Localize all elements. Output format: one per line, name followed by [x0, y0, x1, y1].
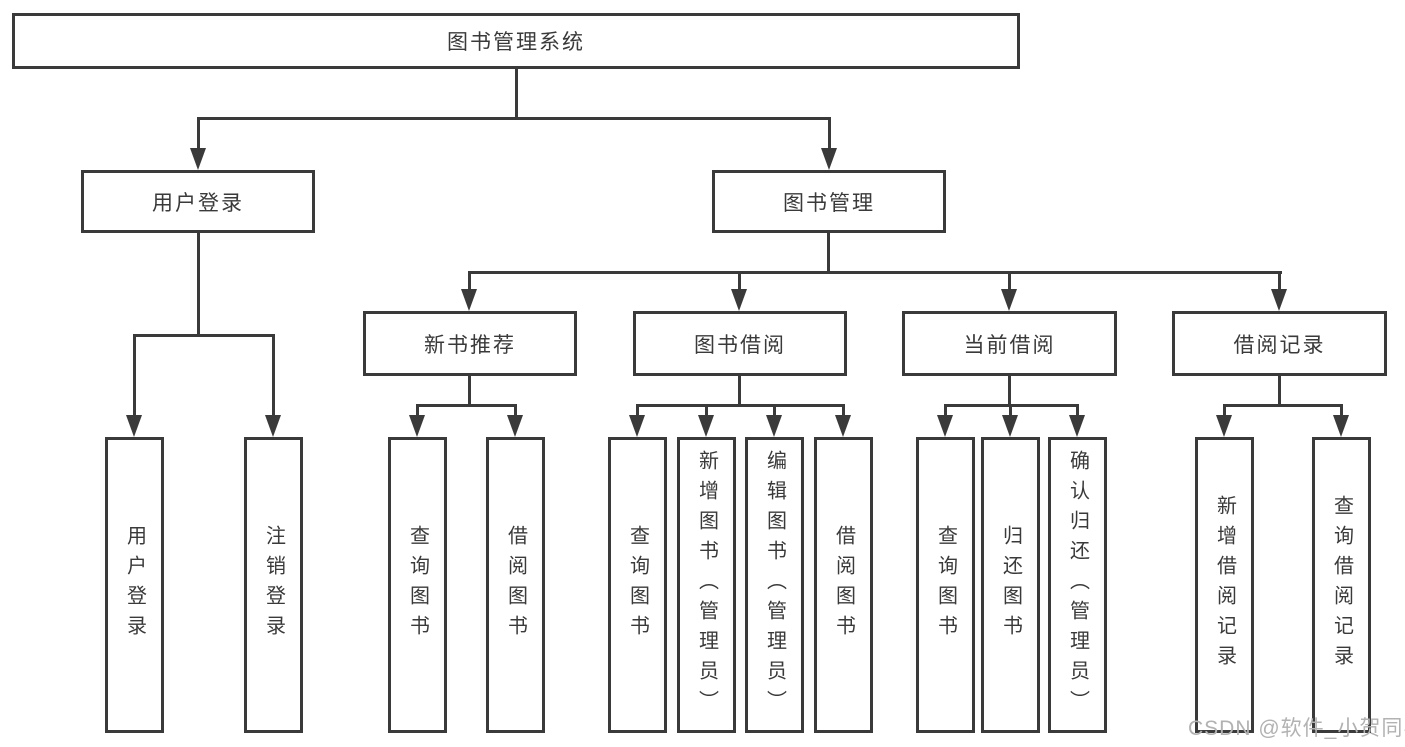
arrowhead-down [1333, 415, 1349, 437]
leaf-return-book: 归还图书 [981, 437, 1040, 733]
leaf-label: 新增借阅记录 [1213, 495, 1236, 675]
connector-line [1076, 404, 1079, 418]
connector-line [197, 233, 200, 337]
leaf-label: 归还图书 [999, 525, 1022, 645]
connector-line [1008, 271, 1011, 293]
arrowhead-down [1271, 289, 1287, 311]
connector-line [705, 404, 708, 418]
connector-line [1008, 376, 1011, 406]
connector-line [515, 68, 518, 120]
node-user-login: 用户登录 [81, 170, 315, 233]
arrowhead-down [126, 415, 142, 437]
arrowhead-down [1216, 415, 1232, 437]
leaf-label: 查询借阅记录 [1330, 495, 1353, 675]
connector-line [197, 117, 831, 120]
connector-line [1009, 404, 1012, 418]
node-current-borrow: 当前借阅 [902, 311, 1117, 376]
connector-line [827, 233, 830, 273]
leaf-edit-book-admin: 编辑图书（管理员） [745, 437, 804, 733]
connector-line [1278, 376, 1281, 406]
leaf-label: 借阅图书 [832, 525, 855, 645]
connector-line [514, 404, 517, 418]
leaf-logout: 注销登录 [244, 437, 303, 733]
arrowhead-down [1069, 415, 1085, 437]
leaf-label: 用户登录 [123, 525, 146, 645]
connector-line [1223, 404, 1226, 418]
arrowhead-down [731, 289, 747, 311]
connector-line [1340, 404, 1343, 418]
leaf-user-login: 用户登录 [105, 437, 164, 733]
arrowhead-down [265, 415, 281, 437]
leaf-confirm-return-admin: 确认归还（管理员） [1048, 437, 1107, 733]
leaf-label: 新增图书（管理员） [695, 450, 718, 720]
leaf-label: 编辑图书（管理员） [763, 450, 786, 720]
leaf-query-book-1: 查询图书 [388, 437, 447, 733]
connector-line [944, 404, 947, 418]
connector-line [1223, 404, 1343, 407]
connector-line [738, 271, 741, 293]
leaf-borrow-book-1: 借阅图书 [486, 437, 545, 733]
connector-line [636, 404, 845, 407]
leaf-label: 借阅图书 [504, 525, 527, 645]
arrowhead-down [698, 415, 714, 437]
connector-line [773, 404, 776, 418]
arrowhead-down [821, 148, 837, 170]
leaf-borrow-book-2: 借阅图书 [814, 437, 873, 733]
arrowhead-down [766, 415, 782, 437]
arrowhead-down [1002, 415, 1018, 437]
node-book-borrow: 图书借阅 [633, 311, 847, 376]
leaf-label: 查询图书 [406, 525, 429, 645]
leaf-query-borrow-record: 查询借阅记录 [1312, 437, 1371, 733]
connector-line [468, 271, 471, 293]
arrowhead-down [937, 415, 953, 437]
arrowhead-down [629, 415, 645, 437]
leaf-query-book-2: 查询图书 [608, 437, 667, 733]
connector-line [842, 404, 845, 418]
connector-line [636, 404, 639, 418]
leaf-add-borrow-record: 新增借阅记录 [1195, 437, 1254, 733]
leaf-label: 确认归还（管理员） [1066, 450, 1089, 720]
connector-line [738, 376, 741, 406]
leaf-add-book-admin: 新增图书（管理员） [677, 437, 736, 733]
arrowhead-down [409, 415, 425, 437]
connector-line [133, 334, 275, 337]
leaf-label: 查询图书 [934, 525, 957, 645]
arrowhead-down [1001, 289, 1017, 311]
node-new-book-recommend: 新书推荐 [363, 311, 577, 376]
connector-line [1278, 271, 1281, 293]
leaf-label: 注销登录 [262, 525, 285, 645]
connector-line [828, 117, 831, 150]
connector-line [197, 117, 200, 150]
leaf-label: 查询图书 [626, 525, 649, 645]
node-book-management: 图书管理 [712, 170, 946, 233]
node-borrow-records: 借阅记录 [1172, 311, 1387, 376]
leaf-query-book-3: 查询图书 [916, 437, 975, 733]
csdn-watermark: CSDN @软件_小贺同学 [1188, 717, 1405, 740]
connector-line [133, 334, 136, 418]
node-root: 图书管理系统 [12, 13, 1020, 69]
connector-line [416, 404, 517, 407]
arrowhead-down [507, 415, 523, 437]
connector-line [468, 376, 471, 406]
arrowhead-down [461, 289, 477, 311]
arrowhead-down [835, 415, 851, 437]
connector-line [416, 404, 419, 418]
connector-line [272, 334, 275, 418]
arrowhead-down [190, 148, 206, 170]
connector-line [468, 271, 1282, 274]
